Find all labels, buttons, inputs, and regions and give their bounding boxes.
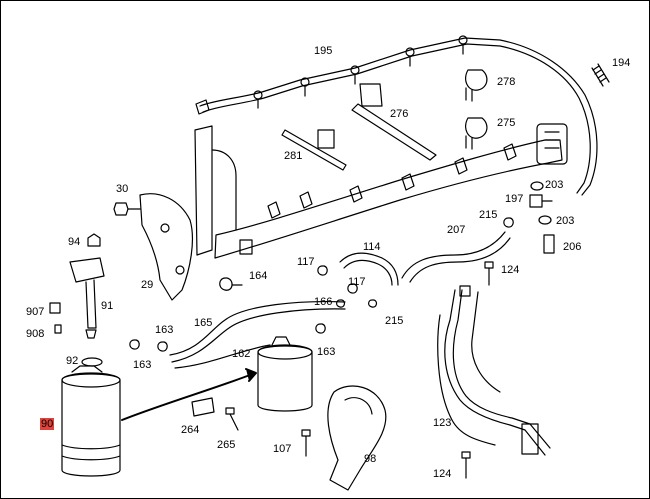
plug-907 (49, 302, 61, 314)
label-part-166: 166 (314, 296, 333, 308)
label-part-91: 91 (101, 300, 114, 312)
label-part-215a: 215 (479, 209, 498, 221)
clip-215b (368, 299, 378, 308)
clip-117b (347, 283, 358, 294)
bolt-107 (301, 429, 311, 457)
label-part-197: 197 (505, 193, 524, 205)
sensor-94 (87, 233, 101, 247)
label-part-90: 90 (40, 418, 55, 430)
label-part-98: 98 (364, 453, 377, 465)
label-part-203a: 203 (545, 179, 564, 191)
bracket-29 (139, 193, 193, 301)
filter-housing-162 (257, 336, 313, 412)
heater-91 (69, 257, 105, 339)
clip-164 (219, 277, 243, 291)
label-part-163a: 163 (155, 324, 174, 336)
label-part-162: 162 (232, 348, 251, 360)
bolt-265 (225, 407, 239, 431)
clip-117a (317, 265, 328, 276)
label-part-117b: 117 (348, 276, 366, 288)
label-part-276: 276 (390, 108, 409, 120)
label-part-117a: 117 (297, 256, 315, 268)
label-part-107: 107 (273, 443, 292, 455)
return-line-harness (195, 35, 598, 196)
label-part-275: 275 (497, 117, 516, 129)
label-part-203b: 203 (556, 215, 575, 227)
washer-203a (530, 181, 544, 191)
label-part-907: 907 (26, 306, 45, 318)
bolt-206 (543, 234, 555, 254)
fuel-line-165 (169, 300, 346, 369)
hose-207 (401, 231, 511, 283)
clip-166 (336, 299, 346, 308)
label-part-278: 278 (497, 76, 516, 88)
label-part-163c: 163 (317, 346, 336, 358)
bracket-276 (351, 83, 437, 161)
label-part-165: 165 (194, 317, 213, 329)
label-part-281: 281 (284, 150, 303, 162)
washer-203b (538, 215, 552, 225)
clips-163 (129, 323, 326, 352)
label-part-123: 123 (433, 417, 452, 429)
bolt-124b (461, 451, 471, 479)
bolt-124a (484, 261, 494, 286)
label-part-265: 265 (217, 439, 236, 451)
label-part-164: 164 (249, 270, 268, 282)
label-part-908: 908 (26, 328, 45, 340)
hose-114 (339, 252, 399, 286)
label-part-264: 264 (181, 424, 200, 436)
bracket-98 (327, 385, 387, 491)
o-ring-92 (81, 357, 103, 367)
label-part-30: 30 (116, 183, 129, 195)
label-part-124b: 124 (433, 468, 452, 480)
label-part-215b: 215 (385, 315, 404, 327)
fuel-rail-assembly (194, 123, 568, 259)
fuel-filter-90 (61, 365, 121, 477)
clip-275 (465, 117, 488, 150)
clip-215a (503, 217, 514, 228)
plug-908 (54, 324, 62, 334)
strap-281 (281, 129, 347, 171)
label-part-207: 207 (447, 224, 466, 236)
bolt-30 (113, 202, 141, 216)
label-part-94: 94 (68, 236, 81, 248)
line-assembly-123 (437, 285, 551, 456)
arrow-90-to-162 (121, 368, 257, 421)
label-part-29: 29 (141, 279, 154, 291)
label-part-92: 92 (66, 355, 79, 367)
label-part-124a: 124 (501, 264, 520, 276)
label-part-114: 114 (363, 241, 381, 253)
fitting-197 (529, 194, 553, 208)
label-part-195: 195 (314, 45, 333, 57)
part-194-hose (591, 63, 610, 87)
label-part-206: 206 (563, 241, 582, 253)
bracket-264 (191, 397, 215, 417)
clip-278 (465, 69, 488, 102)
label-part-194: 194 (612, 57, 631, 69)
label-part-163b: 163 (133, 359, 152, 371)
